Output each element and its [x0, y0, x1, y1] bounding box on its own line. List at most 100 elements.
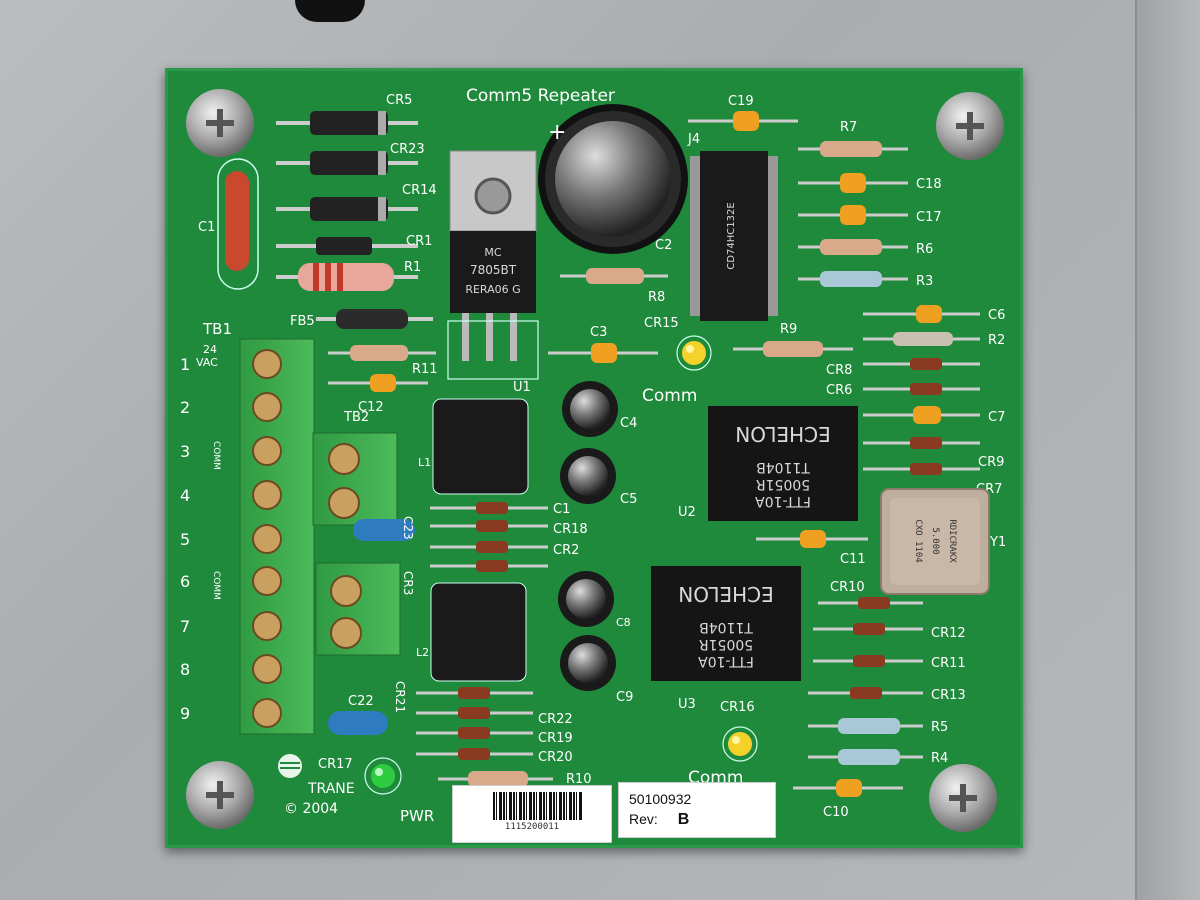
tb1-screw-9	[252, 698, 282, 728]
refdes-u3: U3	[678, 697, 696, 712]
refdes-cr11: CR11	[931, 656, 966, 671]
transceiver-u3: FTT-10A 50051R T1104B ECHELON	[651, 566, 801, 681]
refdes-cr18: CR18	[553, 522, 588, 537]
regulator-line-2: 7805BT	[470, 263, 517, 277]
refdes-c6: C6	[988, 308, 1005, 323]
capacitor-c11	[756, 530, 868, 548]
svg-text:+: +	[548, 120, 566, 145]
refdes-r6: R6	[916, 242, 933, 257]
refdes-cr23: CR23	[390, 142, 425, 157]
refdes-cr8: CR8	[826, 363, 852, 378]
refdes-c2: C2	[655, 238, 672, 253]
refdes-r8: R8	[648, 290, 665, 305]
right-mid-passives	[863, 305, 980, 475]
regulator-line-1: MC	[484, 246, 501, 259]
tb1-pin-8: 8	[180, 660, 190, 679]
u3-line-1: FTT-10A	[698, 653, 754, 669]
corner-screw-tr	[936, 92, 1004, 160]
tb1-pin-6: 6	[180, 572, 190, 591]
logic-chip-j4: CD74HC132E	[690, 151, 778, 321]
regulator-line-3: RERA06 G	[465, 283, 520, 296]
barcode-label: 1115200011	[452, 785, 612, 843]
diode-stack-top-left	[276, 111, 433, 329]
capacitor-c9	[560, 635, 616, 691]
tb1-screw-4	[252, 480, 282, 510]
transceiver-u2: FTT-10A 50051R T1104B ECHELON	[708, 406, 858, 521]
pcb-board: Comm5 Repeater C1 CR5 CR23 CR14 CR1 R1 F…	[165, 68, 1023, 848]
refdes-cr14: CR14	[402, 183, 437, 198]
refdes-r1: R1	[404, 260, 421, 275]
refdes-r5: R5	[931, 720, 948, 735]
pwr-label: PWR	[400, 807, 434, 825]
refdes-j4: J4	[687, 132, 700, 147]
rev-value: B	[677, 811, 690, 828]
oscillator-y1: RDICRAKX 5.000 CXO 1104	[880, 488, 990, 595]
tb1-pin-1: 1	[180, 355, 190, 374]
refdes-cr6: CR6	[826, 383, 852, 398]
corner-screw-tl	[186, 89, 254, 157]
tb1-pin-5: 5	[180, 530, 190, 549]
refdes-c11: C11	[840, 552, 866, 567]
refdes-l2: L2	[416, 646, 429, 659]
capacitor-c8	[558, 571, 614, 627]
resistor-r11	[328, 345, 436, 361]
u2-line-3: T1104B	[756, 459, 811, 475]
u3-line-3: T1104B	[699, 619, 754, 635]
mounting-hole	[295, 0, 365, 22]
tb1-screw-8	[252, 654, 282, 684]
refdes-tb2: TB2	[343, 410, 369, 425]
oscillator-line-1: RDICRAKX	[947, 519, 957, 563]
tb1-pin-9: 9	[180, 704, 190, 723]
diode-stack-middle	[430, 502, 548, 572]
refdes-cr21: CR21	[393, 681, 407, 713]
refdes-cr9: CR9	[978, 455, 1004, 470]
corner-screw-bl	[186, 761, 254, 829]
tb1-screw-2	[252, 392, 282, 422]
oscillator-line-3: CXO 1104	[913, 519, 923, 562]
tb1-screw-1	[252, 349, 282, 379]
inductor-l2	[430, 582, 527, 682]
refdes-c22: C22	[348, 694, 374, 709]
corner-screw-br	[929, 764, 997, 832]
capacitor-c2: +	[538, 104, 688, 254]
tb1-pin-3: 3	[180, 442, 190, 461]
part-number: 50100932	[629, 791, 692, 807]
refdes-r4: R4	[931, 751, 948, 766]
right-top-passives	[798, 141, 908, 287]
u2-brand: ECHELON	[735, 422, 830, 446]
capacitor-c12	[328, 374, 428, 392]
refdes-r3: R3	[916, 274, 933, 289]
capacitor-c4	[562, 381, 618, 437]
refdes-cr20: CR20	[538, 750, 573, 765]
tb1-comm-label-2: COMM	[211, 571, 221, 600]
refdes-c5: C5	[620, 492, 637, 507]
tb1-screw-7	[252, 611, 282, 641]
trane-logo	[278, 754, 302, 778]
refdes-c4: C4	[620, 416, 637, 431]
capacitor-c1	[217, 158, 259, 290]
capacitor-blue-top	[353, 519, 415, 541]
refdes-fb5: FB5	[290, 314, 315, 329]
tb1-label: TB1	[202, 320, 232, 338]
comm-label-top: Comm	[642, 386, 697, 406]
refdes-u1: U1	[513, 380, 531, 395]
tb1-pin-2: 2	[180, 398, 190, 417]
barcode-number: 1115200011	[504, 822, 560, 832]
refdes-cr2: CR2	[553, 543, 579, 558]
refdes-c8: C8	[616, 616, 631, 629]
refdes-l1: L1	[418, 456, 431, 469]
refdes-cr17: CR17	[318, 757, 353, 772]
refdes-c18: C18	[916, 177, 942, 192]
refdes-c19: C19	[728, 94, 754, 109]
capacitor-c19	[688, 111, 798, 131]
refdes-c17: C17	[916, 210, 942, 225]
refdes-r2: R2	[988, 333, 1005, 348]
refdes-cr15: CR15	[644, 316, 679, 331]
u2-line-1: FTT-10A	[755, 493, 811, 509]
refdes-cr12: CR12	[931, 626, 966, 641]
refdes-r11: R11	[412, 362, 438, 377]
tb1-pin-7: 7	[180, 617, 190, 636]
refdes-cr10: CR10	[830, 580, 865, 595]
u3-brand: ECHELON	[678, 582, 773, 606]
